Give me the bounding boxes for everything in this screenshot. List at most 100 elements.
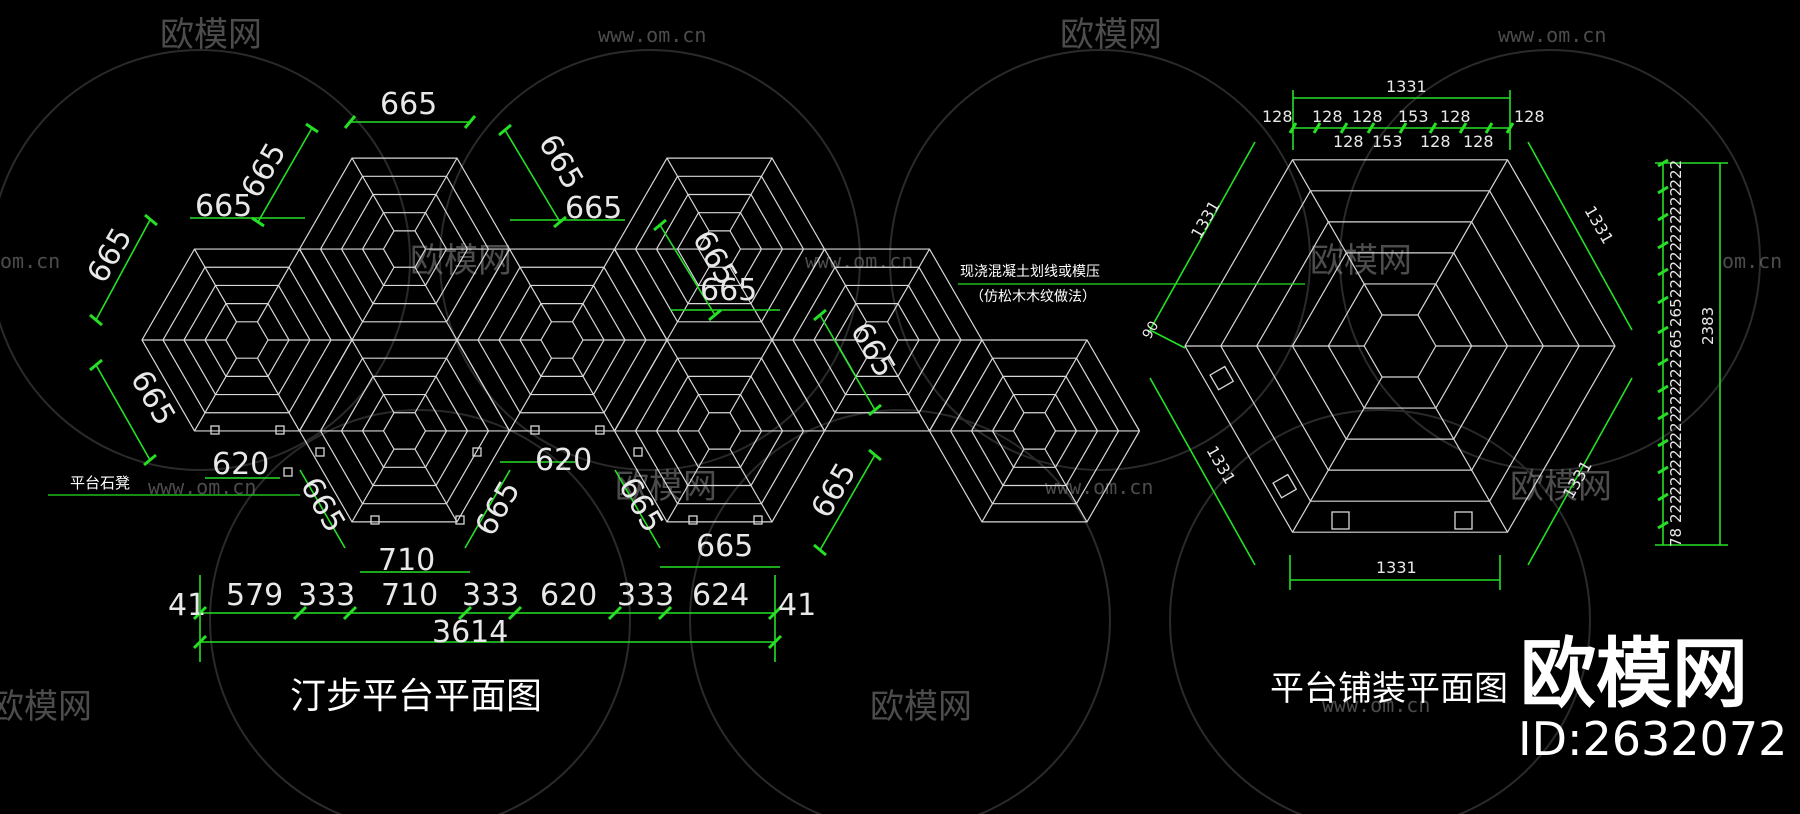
hex-spoke — [886, 248, 931, 323]
dim-vertical-5: 222 — [1667, 269, 1685, 298]
dim-tick — [1657, 357, 1669, 367]
hex-spoke — [729, 266, 773, 341]
dim-tick — [1657, 438, 1669, 448]
hex-spoke — [571, 248, 616, 323]
hex-spoke — [193, 248, 238, 323]
hex-spoke — [1291, 159, 1383, 316]
dim-665-bottom-right: 665 — [696, 529, 753, 564]
hex-spoke — [351, 157, 395, 232]
paving-note-line2: （仿松木木纹做法） — [970, 289, 1096, 305]
stepping-platform-hexes — [141, 157, 1141, 523]
dim-vertical-13: 222 — [1667, 494, 1685, 523]
hex-spoke — [823, 248, 868, 323]
paving-hex — [1184, 159, 1616, 533]
watermark-url: www.om.cn — [1498, 23, 1606, 47]
watermark-url-partial: om.cn — [1722, 249, 1782, 273]
hex-spoke — [351, 448, 395, 523]
stool-square — [753, 515, 763, 525]
right-dimension-lines: 1331 128 128 128 153 128 128 128 153 128… — [1140, 77, 1728, 590]
stool-square — [275, 425, 285, 435]
dim-579: 579 — [226, 578, 283, 613]
paving-hexagon — [1184, 159, 1616, 533]
dim-tick — [1657, 240, 1669, 250]
hex-spoke — [414, 339, 458, 414]
hex-spoke — [1417, 159, 1509, 316]
dim-vertical-7: 265 — [1667, 329, 1685, 358]
dim-620-mid: 620 — [535, 443, 592, 478]
hex-spoke — [1417, 376, 1509, 533]
hex-spoke — [981, 448, 1025, 523]
id-badge: 欧模网 ID:2632072 — [1518, 629, 1787, 766]
dim-vertical-11: 222 — [1667, 440, 1685, 469]
dim-41-right: 41 — [778, 588, 816, 623]
dim-128-f: 128 — [1333, 132, 1364, 151]
hex-spoke — [1044, 339, 1088, 414]
dim-333-b: 333 — [462, 578, 519, 613]
dim-tick — [1657, 492, 1669, 502]
hex-spoke — [571, 357, 616, 432]
dim-vertical-2: 222 — [1667, 187, 1685, 216]
dim-128-b: 128 — [1312, 107, 1343, 126]
stool-square — [370, 515, 380, 525]
left-dimension-lines: 665 665 665 665 665 665 665 665 665 665 — [48, 87, 902, 662]
dim-128-d: 128 — [1440, 107, 1471, 126]
stool-square — [455, 515, 465, 525]
hex-spoke — [414, 448, 458, 523]
stepping-hex-8 — [928, 339, 1141, 523]
hex-spoke — [414, 266, 458, 341]
stepping-hex-5 — [613, 157, 826, 341]
watermark-url: www.om.cn — [805, 249, 913, 273]
hex-spoke — [351, 266, 395, 341]
dim-tick — [1657, 295, 1669, 305]
stool-square — [530, 425, 540, 435]
dim-1331-top: 1331 — [1386, 77, 1427, 96]
label-platform-stool: 平台石凳 — [70, 474, 130, 492]
platform-stools — [210, 425, 763, 525]
dim-333-c: 333 — [617, 578, 674, 613]
dim-128-c: 128 — [1352, 107, 1383, 126]
watermark-url: www.om.cn — [1322, 693, 1430, 717]
dim-128-a: 128 — [1262, 107, 1293, 126]
watermark-rings — [0, 49, 1761, 814]
watermark-brand: 欧模网 — [1510, 467, 1612, 507]
hex-spoke — [414, 157, 458, 232]
hex-spoke — [508, 248, 553, 323]
stool-square — [595, 425, 605, 435]
hex-spoke — [729, 448, 773, 523]
stool-square — [472, 447, 482, 457]
stool-square — [688, 515, 698, 525]
dim-1331-bottom: 1331 — [1376, 558, 1417, 577]
dim-128-e: 128 — [1514, 107, 1545, 126]
paving-note-line1: 现浇混凝土划线或模压 — [960, 264, 1100, 280]
hex-spoke — [666, 266, 710, 341]
paving-stools — [1209, 365, 1473, 530]
dim-665-mid: 665 — [565, 191, 622, 226]
dim-620-left: 620 — [212, 447, 269, 482]
dim-vertical-6: 265 — [1667, 298, 1685, 327]
hex-spoke — [666, 339, 710, 414]
dim-vertical-14: 78 — [1667, 528, 1685, 547]
right-plan-title: 平台铺装平面图 — [1270, 669, 1508, 709]
badge-brand: 欧模网 — [1520, 629, 1748, 718]
right-vertical-dimensions: 2222222222222222652652222222222222222227… — [1657, 158, 1717, 547]
stool-square — [283, 467, 293, 477]
hex-spoke — [886, 357, 931, 432]
dim-710: 710 — [381, 578, 438, 613]
watermark-brand: 欧模网 — [1060, 15, 1162, 55]
stool-square — [633, 447, 643, 457]
stepping-hex-2 — [298, 157, 511, 341]
left-plan-title: 汀步平台平面图 — [290, 676, 542, 717]
hex-spoke — [729, 339, 773, 414]
dim-665-right-top: 665 — [700, 273, 757, 308]
dim-2383-total: 2383 — [1699, 307, 1717, 345]
hex-spoke — [666, 157, 710, 232]
dim-333-a: 333 — [298, 578, 355, 613]
dim-vertical-10: 222 — [1667, 413, 1685, 442]
dim-128-g: 128 — [1420, 132, 1451, 151]
dim-624: 624 — [692, 578, 749, 613]
hex-spoke — [1044, 448, 1088, 523]
hex-spoke — [193, 357, 238, 432]
dim-tick — [1657, 384, 1669, 394]
hex-spoke — [351, 339, 395, 414]
